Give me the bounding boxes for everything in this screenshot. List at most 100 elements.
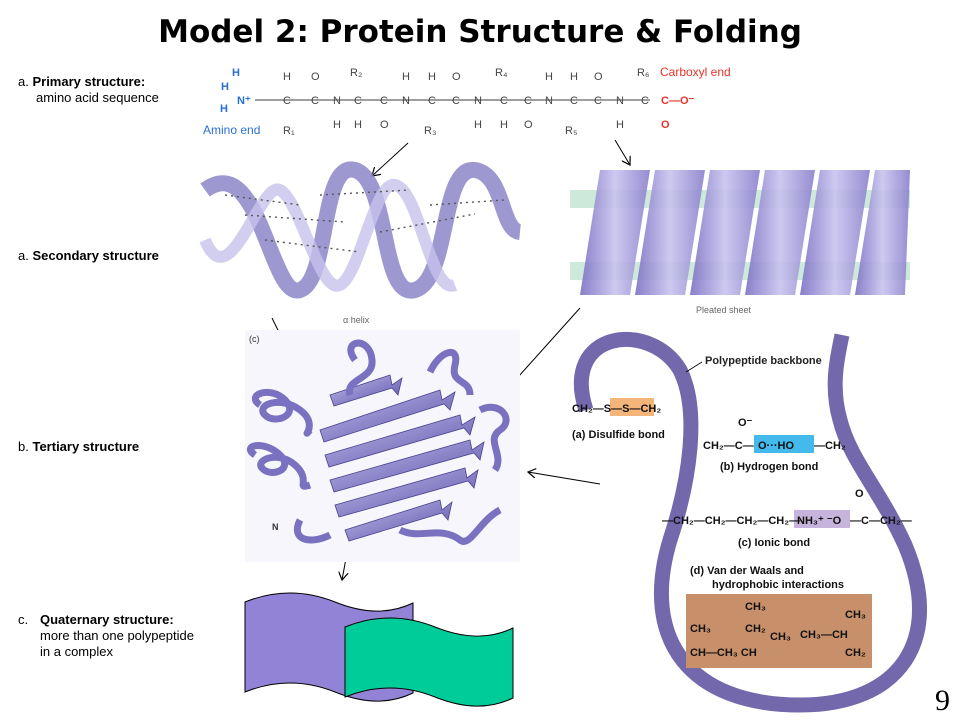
carboxyl-group: C—O⁻ <box>661 95 695 107</box>
atom-c: C <box>524 95 532 107</box>
label-tertiary-heading: Tertiary structure <box>32 439 140 454</box>
atom-n: N <box>402 95 410 107</box>
atom-h: H <box>474 119 482 131</box>
r-group-bottom: R₅ <box>565 125 577 137</box>
atom-n: N <box>545 95 553 107</box>
atom-c: C <box>570 95 578 107</box>
hydrogen-label: (b) Hydrogen bond <box>720 461 818 473</box>
atom-c: C <box>641 95 649 107</box>
page-number: 9 <box>935 684 950 717</box>
helix-ribbon-back <box>199 179 458 292</box>
amino-h-mid: H <box>221 81 229 93</box>
label-quaternary-heading: Quaternary structure: <box>40 612 174 627</box>
carboxyl-end-label: Carboxyl end <box>660 65 731 79</box>
atom-c: C <box>500 95 508 107</box>
atom-c: C <box>380 95 388 107</box>
atom-h: H <box>354 119 362 131</box>
disulfide-highlight <box>610 398 654 416</box>
atom-o: O <box>452 71 461 83</box>
atom-h: H <box>333 119 341 131</box>
arrow-primary-to-helix <box>372 142 409 176</box>
backbone-label: Polypeptide backbone <box>705 355 822 367</box>
r-group-top: R₆ <box>637 67 649 79</box>
r-group-bottom: R₃ <box>424 125 436 137</box>
vdw-label-line1: (d) Van der Waals and <box>690 565 804 577</box>
svg-text:CH—CH₃ CH: CH—CH₃ CH <box>690 647 757 659</box>
sheet-caption: Pleated sheet <box>696 305 752 315</box>
n-terminus-label: N <box>272 522 279 532</box>
atom-h: H <box>500 119 508 131</box>
hydrogen-formula-mid: O···HO <box>758 440 794 452</box>
ionic-oxygen: O <box>855 488 864 500</box>
arrow-primary-to-sheet <box>614 139 630 165</box>
tertiary-structure-figure: (c) N <box>245 330 520 562</box>
label-quaternary-desc: more than one polypeptide in a complex <box>40 628 194 659</box>
ionic-formula-mid: NH₃⁺ ⁻O <box>797 515 842 527</box>
beta-strand-arrows <box>319 374 485 542</box>
hydrogen-formula-right: —CH₂ <box>814 440 846 452</box>
bonds-figure: Polypeptide backbone CH₂—S—S—CH₂ (a) Dis… <box>572 332 928 713</box>
helix-hbonds <box>224 189 506 253</box>
alpha-helix-figure: α helix <box>199 161 523 325</box>
quaternary-structure-figure <box>244 592 514 707</box>
ionic-highlight <box>794 510 850 528</box>
label-tertiary-letter: b. <box>18 439 29 454</box>
atom-n: N <box>474 95 482 107</box>
arrow-sheet-to-tertiary <box>510 307 581 386</box>
hydrogen-highlight <box>754 435 814 453</box>
primary-structure-figure: H H N⁺ H C C C C N C C N C C N C C N C N… <box>203 65 731 137</box>
label-quaternary-letter: c. <box>18 612 29 627</box>
r-group-bottom: R₁ <box>283 125 295 137</box>
sheet-strands <box>580 170 910 295</box>
atom-c: C <box>283 95 291 107</box>
atom-h: H <box>570 71 578 83</box>
svg-text:CH₃: CH₃ <box>845 609 866 621</box>
amino-n: N⁺ <box>237 95 251 107</box>
atom-h: H <box>283 71 291 83</box>
atom-c: C <box>428 95 436 107</box>
tertiary-loops <box>246 339 510 545</box>
r-group-top: R₂ <box>350 67 362 79</box>
atom-n: N <box>616 95 624 107</box>
label-primary-heading: Primary structure: <box>32 74 146 89</box>
label-secondary-heading: Secondary structure <box>32 248 159 263</box>
arrow-bonds-to-tertiary <box>528 472 601 485</box>
atom-c: C <box>452 95 460 107</box>
label-primary-letter: a. <box>18 74 29 89</box>
disulfide-formula: CH₂—S—S—CH₂ <box>572 403 661 415</box>
ionic-formula-left: —CH₂—CH₂—CH₂—CH₂— <box>662 515 800 527</box>
backbone-leader-line <box>685 361 703 373</box>
tertiary-panel-tag: (c) <box>249 334 260 344</box>
atom-h: H <box>545 71 553 83</box>
svg-text:CH₃: CH₃ <box>745 601 766 613</box>
svg-text:CH₃: CH₃ <box>770 631 791 643</box>
atom-c: C <box>311 95 319 107</box>
atom-o: O <box>524 119 533 131</box>
disulfide-label: (a) Disulfide bond <box>572 429 665 441</box>
atom-c: C <box>354 95 362 107</box>
amino-h-bottom: H <box>220 103 228 115</box>
label-quaternary: c. Quaternary structure: more than one p… <box>18 612 200 660</box>
svg-text:CH₂: CH₂ <box>745 623 766 635</box>
atom-h: H <box>402 71 410 83</box>
atom-o: O <box>594 71 603 83</box>
page-title: Model 2: Protein Structure & Folding <box>158 14 802 50</box>
pleated-sheet-figure: Pleated sheet <box>570 170 910 315</box>
amino-end-label: Amino end <box>203 123 260 137</box>
label-primary: a. Primary structure: amino acid sequenc… <box>18 74 198 106</box>
atom-o: O <box>380 119 389 131</box>
svg-text:CH₃: CH₃ <box>690 623 711 635</box>
polypeptide-backbone <box>573 332 928 713</box>
r-group-top: R₄ <box>495 67 508 79</box>
label-tertiary: b. Tertiary structure <box>18 439 198 455</box>
atom-c: C <box>594 95 602 107</box>
hydrogen-formula-left: CH₂—C— <box>703 440 754 452</box>
atom-o: O <box>311 71 320 83</box>
label-secondary-letter: a. <box>18 248 29 263</box>
carboxyl-oxygen: O <box>661 119 670 131</box>
vdw-highlight <box>686 594 872 668</box>
svg-text:CH₃—CH: CH₃—CH <box>800 629 848 641</box>
vdw-atoms: CH₃ CH₃ CH₃ CH₂ CH₃ CH₃—CH CH—CH₃ CH CH₂ <box>690 601 866 659</box>
vdw-label-line2: hydrophobic interactions <box>712 579 844 591</box>
